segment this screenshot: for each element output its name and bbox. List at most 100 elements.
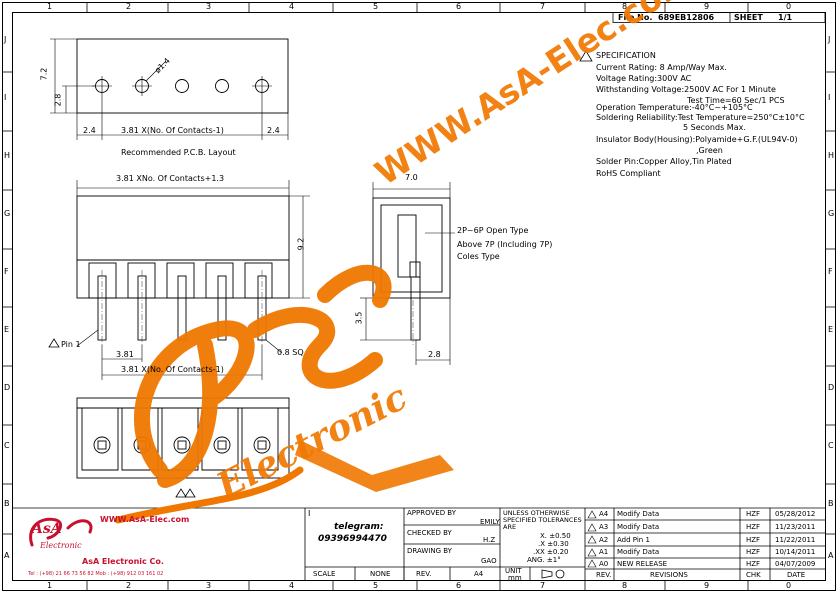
spec-title: SPECIFICATION [596,51,656,60]
rev-chk: HZF [746,548,761,556]
title-block [12,507,826,581]
tolerance-x1: .X ±0.30 [538,540,569,548]
col-label-bottom-8: 8 [622,581,628,590]
rev-desc: Modify Data [617,510,660,518]
telegram-label: telegram: [334,522,384,532]
pcb-layout [50,38,289,140]
drawing-by-name: GAO [481,557,497,565]
company-logo-mark [29,517,93,547]
pin1-label: Pin 1 [61,340,81,349]
row-ticks [2,71,836,535]
rev-head-rev: REV. [596,571,612,579]
side-view [360,182,455,365]
row-label-b: B [4,499,10,508]
spec-line-rohs: RoHS Compliant [596,169,661,178]
rev-chk: HZF [746,536,761,544]
col-label-8: 8 [622,2,628,11]
rev-desc: Modify Data [617,548,660,556]
col-label-bottom-5: 5 [373,581,379,590]
file-no-label: File No. [618,13,653,22]
rev-code: A1 [599,548,609,556]
col-label-bottom-1: 1 [47,581,53,590]
col-label-4: 4 [289,2,295,11]
company-logo-text: AsA [32,521,62,537]
drawing-by-label: DRAWING BY [407,547,452,555]
side-width-dim: 7.0 [405,173,418,182]
company-logo-sub: Electronic [40,541,82,550]
front-total-dim: 3.81 X(No. Of Contacts-1) [121,365,224,374]
rev-code: A4 [599,510,609,518]
inner-frame [12,12,826,581]
scale-label: SCALE [313,570,336,578]
approved-by-name: EMILY [480,518,500,526]
rev-head-chk: CHK [746,571,761,579]
col-label-bottom-9: 9 [704,581,710,590]
coles-type-label: Coles Type [457,252,500,261]
rev-chk: HZF [746,560,761,568]
front-pitch-dim: 3.81 [116,350,134,359]
col-label-2: 2 [126,2,132,11]
rev-head-desc: REVISIONS [650,571,688,579]
sheet-value: 1/1 [778,13,793,22]
unit-value: mm [508,574,522,582]
row-label-f: F [4,267,9,276]
row-label-right-b: B [828,499,834,508]
spec-line-operation-temp: Operation Temperature:-40°C~+105°C [596,103,753,112]
revision-triangles [587,510,597,568]
rev-date: 04/07/2009 [775,560,816,568]
warning-triangles [48,50,593,498]
spec-line-soldering: Soldering Reliability:Test Temperature=2… [596,113,805,122]
open-type-label: 2P~6P Open Type [457,226,529,235]
row-label-j: J [4,35,7,44]
telegram-number: 09396994470 [318,534,387,544]
tolerance-x: X. ±0.50 [540,532,571,540]
rev-code: A0 [599,560,609,568]
rev-date: 11/23/2011 [775,523,816,531]
row-label-g: G [4,209,11,218]
watermark-underline [114,466,304,524]
col-label-7: 7 [540,2,546,11]
company-contact: Tel : (+98) 21 66 73 56 82 Mob : (+98) 9… [28,571,164,577]
row-label-right-h: H [828,151,835,160]
corner-mark: I [308,509,311,518]
rev-head-date: DATE [787,571,806,579]
rev-code: A3 [599,523,609,531]
rev-value: A4 [474,570,484,578]
scale-value: NONE [370,570,391,578]
above-7p-label: Above 7P (Including 7P) [457,240,553,249]
row-label-right-c: C [828,441,834,450]
approved-by-label: APPROVED BY [407,509,457,517]
rev-desc: Modify Data [617,523,660,531]
tolerance-header: UNLESS OTHERWISE SPECIFIED TOLERANCES AR… [503,509,582,531]
rev-chk: HZF [746,523,761,531]
front-view [76,180,310,380]
row-label-right-g: G [828,209,835,218]
column-ticks [86,2,749,591]
row-label-right-i: I [828,93,831,102]
watermark-swoosh [295,440,454,492]
row-label-right-a: A [828,551,834,560]
front-top-dim: 3.81 XNo. Of Contacts+1.3 [116,174,225,183]
rev-code: A2 [599,536,609,544]
unit-label: UNIT [505,567,522,575]
rev-date: 11/22/2011 [775,536,816,544]
pcb-dim-right: 2.4 [267,126,280,135]
side-offset-dim: 2.8 [428,350,441,359]
rev-label: REV. [416,570,432,578]
company-url[interactable]: WWW.AsA-Elec.com [100,515,190,524]
rev-date: 10/14/2011 [775,548,816,556]
pcb-dim-row: 2.8 [53,93,63,107]
company-name: AsA Electronic Co. [82,557,164,566]
pin-sq-dim: 0.8 SQ [277,348,304,357]
row-label-e: E [4,325,10,334]
row-label-c: C [4,441,10,450]
checked-by-label: CHECKED BY [407,529,452,537]
row-label-h: H [4,151,11,160]
spec-line-test-time: Test Time=60 Sec/1 PCS [687,96,785,105]
pcb-dim-height: 7.2 [39,67,49,81]
col-label-6: 6 [456,2,462,11]
pcb-dim-left: 2.4 [83,126,96,135]
